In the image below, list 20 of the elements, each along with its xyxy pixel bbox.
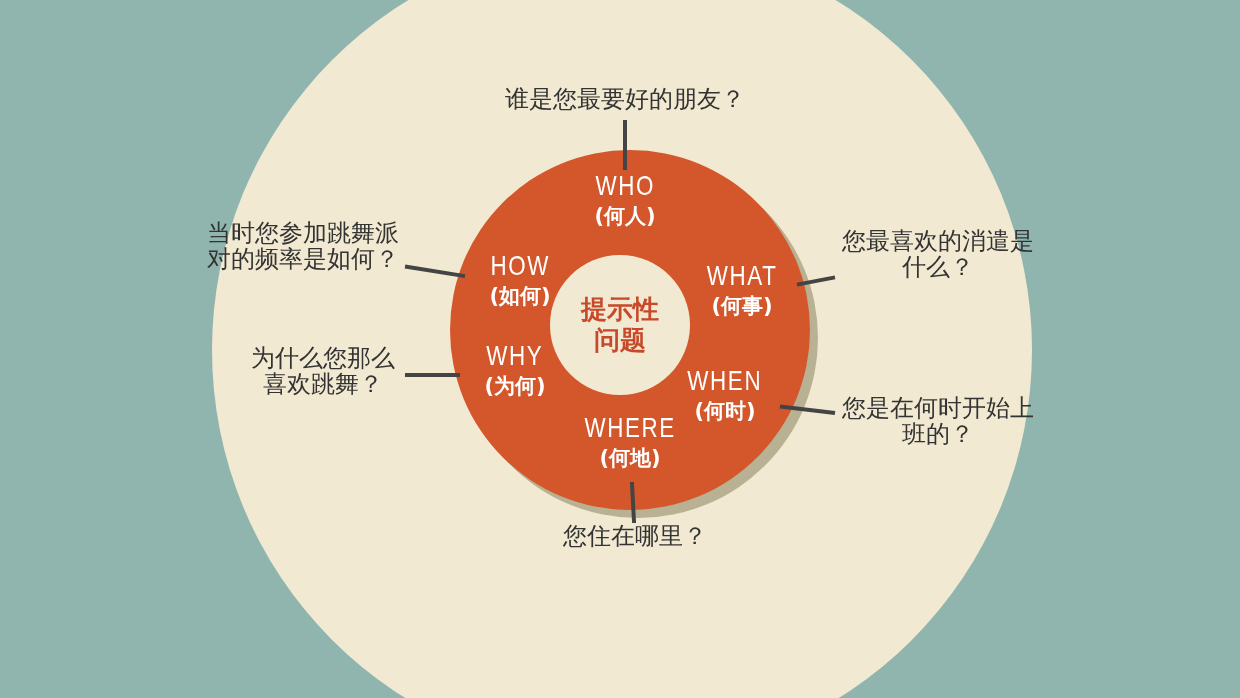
question-word-translation: (何时) xyxy=(694,398,756,425)
leader-line xyxy=(404,264,466,279)
question-word: WHEN xyxy=(687,365,763,397)
leader-line xyxy=(623,120,627,170)
question-text: 您是在何时开始上班的？ xyxy=(835,395,1040,455)
question-text: 为什么您那么喜欢跳舞？ xyxy=(240,345,405,405)
question-word: WHO xyxy=(595,170,655,202)
question-word: WHY xyxy=(486,340,544,372)
question-word-translation: (为何) xyxy=(484,373,546,400)
question-text: 您住在哪里？ xyxy=(550,523,720,557)
question-word-translation: (何事) xyxy=(711,293,773,320)
question-text: 谁是您最要好的朋友？ xyxy=(480,86,770,120)
question-word-translation: (如何) xyxy=(489,283,551,310)
question-word: WHERE xyxy=(584,412,676,444)
leader-line xyxy=(629,481,637,524)
question-word-translation: (何人) xyxy=(594,203,656,230)
question-word: WHAT xyxy=(706,260,778,292)
leader-line xyxy=(796,275,836,287)
question-word: HOW xyxy=(490,250,550,282)
question-word-translation: (何地) xyxy=(599,445,661,472)
